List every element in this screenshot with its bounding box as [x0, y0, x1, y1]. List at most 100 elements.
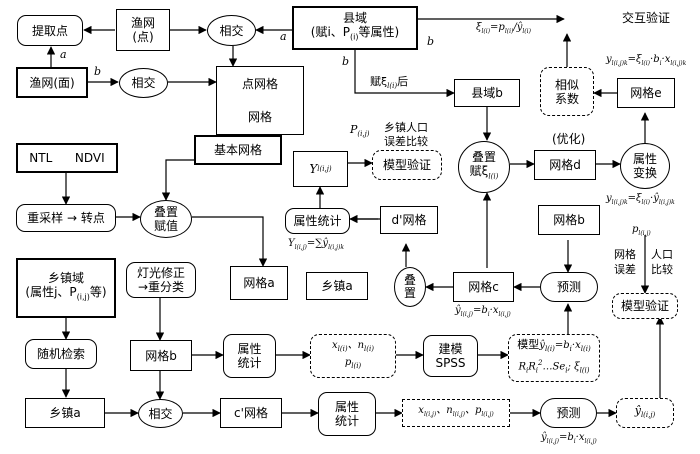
node-label: 叠置: [153, 205, 178, 219]
node-text: (i): [350, 32, 359, 42]
formula: ŷl(i,j): [635, 404, 656, 422]
formula-part: l(i): [351, 362, 362, 370]
optimize-label: (优化): [552, 132, 586, 146]
label-part: (i,j): [357, 130, 370, 139]
extract-points-node: 提取点: [17, 15, 83, 46]
label-part: y: [606, 193, 612, 204]
attribute-stats-bottom-node: 属性 统计: [318, 392, 376, 436]
edge-label-b-2: b: [427, 35, 435, 48]
node-label: 相似: [554, 77, 579, 92]
node-label: 随机检索: [36, 347, 85, 361]
node-text: 等): [89, 285, 107, 300]
formula: RiRi2…Sei; ξl(i): [518, 356, 589, 377]
label-part: y: [606, 54, 612, 65]
grid-b-right-node: 网格b: [538, 205, 600, 235]
label-part: 赋ξ: [370, 75, 388, 88]
node-label: 灯光修正: [136, 266, 185, 280]
fishnet-face-node: 渔网(面): [16, 67, 88, 98]
node-label: 网格: [247, 110, 272, 125]
node-label: 统计: [334, 414, 359, 428]
formula-part: 模型: [517, 338, 540, 352]
intersect-top-node: 相交: [207, 15, 256, 46]
formula-part: 、p: [464, 405, 482, 416]
node-label: 相交: [131, 76, 156, 90]
y-hat-final-node: ŷl(i,j): [616, 398, 674, 428]
formula-part: …Se: [542, 361, 566, 373]
node-label: 网格b: [553, 213, 585, 227]
node-label: SPSS: [435, 356, 466, 370]
node-label: 渔网: [130, 16, 155, 30]
attribute-transform-node: 属性 变换: [620, 143, 670, 189]
label-part: l(i,j): [460, 311, 473, 318]
label-part: l(i,j)k: [670, 60, 687, 67]
formula-part: ŷ: [634, 403, 641, 417]
formula-part: i: [535, 366, 539, 375]
formula-part: l(i): [580, 345, 591, 354]
resample-node: 重采样 → 转点: [16, 204, 116, 232]
fishnet-points-node: 渔网 (点): [116, 9, 170, 51]
overlay-small-node: 叠 置: [394, 267, 426, 307]
grid-e-node: 网格e: [617, 78, 675, 108]
attribute-stats-b-node: 属性 统计: [223, 334, 276, 378]
formula-part: ·x: [571, 340, 581, 352]
formula-part: l(i): [579, 366, 590, 375]
label-part: 后: [397, 75, 409, 88]
formula-part: l(i): [364, 345, 374, 353]
node-label: 预测: [556, 406, 581, 420]
node-label: 属性: [632, 152, 657, 166]
formula-part: l(i,j): [640, 411, 656, 420]
label-part: l(i): [522, 28, 531, 35]
node-label: 重采样 → 转点: [27, 211, 105, 225]
label-part: =∑ŷ: [306, 238, 329, 249]
node-label: d'网格: [391, 213, 427, 227]
y-k-formula-top-label: yl(i,j)k=ξl(i)·bi·xl(i,j)k: [606, 54, 686, 70]
formula-part: l(i): [544, 345, 555, 354]
formula: xl(i)、nl(i): [332, 339, 374, 356]
formula: pl(i): [345, 356, 361, 373]
node-text: Y: [309, 162, 318, 176]
label-part: =p: [490, 22, 505, 33]
label-part: l(i,j): [294, 244, 307, 251]
light-correction-node: 灯光修正 →重分类: [126, 262, 196, 298]
label-line: 误差: [614, 263, 636, 276]
Y-sum-formula-label: Yl(i,j)=∑ŷl(i,j)k: [288, 238, 344, 254]
p-right-label: pl(i,j): [632, 224, 651, 240]
ntl-ndvi-node: NTL NDVI: [16, 143, 118, 173]
y-k-formula-mid-label: yl(i,j)k=ξl(i)·ŷl(i,j)k: [606, 193, 675, 209]
label-part: =b: [472, 305, 488, 316]
formula-part: 、n: [347, 340, 365, 351]
overlay-assign-node: 叠置 赋值: [140, 200, 192, 238]
label-part: l(i,j): [546, 438, 559, 445]
node-label: 属性统计: [293, 214, 342, 228]
xi-formula-label: ξl(i)=pl(i)/ŷl(i): [476, 22, 531, 38]
node-label: 属性: [237, 342, 262, 356]
node-label: 统计: [237, 356, 262, 370]
formula-part: ; ξ: [567, 361, 580, 373]
label-line: 误差比较: [384, 135, 428, 148]
node-label: 置: [403, 286, 416, 300]
model-box-node: 模型ŷl(i)=bi·xl(i) RiRi2…Sei; ξl(i): [508, 334, 600, 382]
y-hat-bottom-formula-label: ŷl(i,j)=bi·xl(i,j): [541, 432, 597, 448]
label-part: l(i,j)k: [658, 199, 675, 206]
intersect-second-node: 相交: [119, 68, 168, 98]
edge-label-b: b: [94, 65, 102, 78]
formula-part: i: [525, 366, 529, 375]
node-label: (点): [132, 30, 154, 44]
grid-c-node: 网格c: [453, 272, 514, 302]
node-text: (赋i、P: [310, 25, 351, 40]
node-label: 提取点: [31, 23, 68, 38]
edge-label-a: a: [60, 48, 67, 61]
formula-part: l(i,j): [452, 411, 465, 418]
label-part: ·x: [489, 305, 499, 316]
township-domain-node: 乡镇域 (属性j、P(i,j)等): [16, 258, 116, 318]
formula-part: ŷ: [539, 340, 545, 352]
population-compare-label: 人口比较: [651, 247, 673, 277]
node-label: 赋值: [153, 219, 178, 233]
label-part: i: [487, 311, 490, 318]
formula-part: i: [569, 345, 572, 354]
formula-part: l(i,j): [423, 411, 437, 418]
node-label: 网格c: [468, 280, 499, 294]
label-part: l(i): [504, 28, 514, 35]
label-part: =ξ: [627, 193, 642, 204]
